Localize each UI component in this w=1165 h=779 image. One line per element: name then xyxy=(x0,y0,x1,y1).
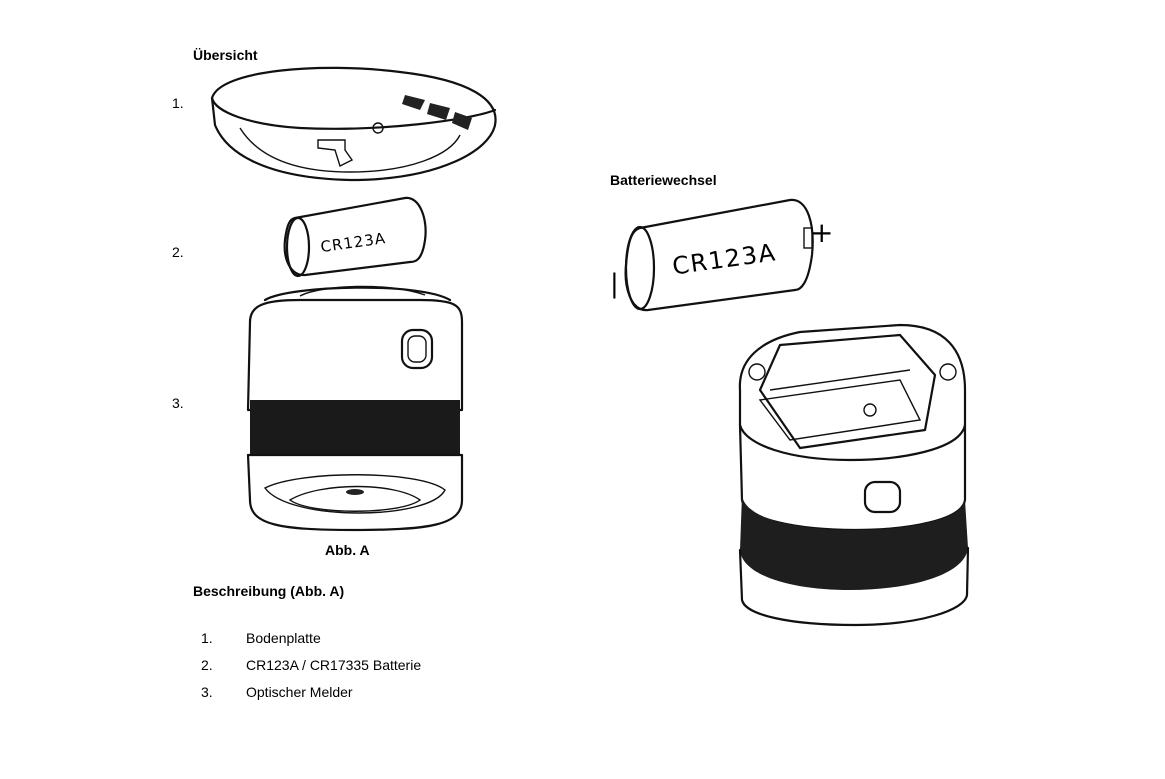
minus-sign: | xyxy=(610,269,619,299)
marker-1: 1. xyxy=(172,95,184,111)
description-title: Beschreibung (Abb. A) xyxy=(193,583,345,599)
figure-caption: Abb. A xyxy=(325,542,370,558)
list-item-label: Optischer Melder xyxy=(246,684,353,700)
list-item-number: 3. xyxy=(201,684,213,700)
battery-change-detector-illustration xyxy=(738,323,970,627)
marker-2: 2. xyxy=(172,244,184,260)
list-item-number: 1. xyxy=(201,630,213,646)
overview-title: Übersicht xyxy=(193,47,258,63)
marker-3: 3. xyxy=(172,395,184,411)
battery-change-title: Batteriewechsel xyxy=(610,172,717,188)
base-plate-illustration xyxy=(210,66,497,182)
list-item-number: 2. xyxy=(201,657,213,673)
list-item-label: CR123A / CR17335 Batterie xyxy=(246,657,422,673)
list-item-label: Bodenplatte xyxy=(246,630,321,646)
battery-change-battery-illustration: CR123A | + xyxy=(610,198,833,312)
battery-illustration: CR123A xyxy=(283,196,427,278)
battery-change-battery-label: CR123A xyxy=(671,238,779,280)
detector-illustration xyxy=(246,285,464,532)
battery-label: CR123A xyxy=(319,229,387,256)
plus-sign: + xyxy=(810,216,833,249)
